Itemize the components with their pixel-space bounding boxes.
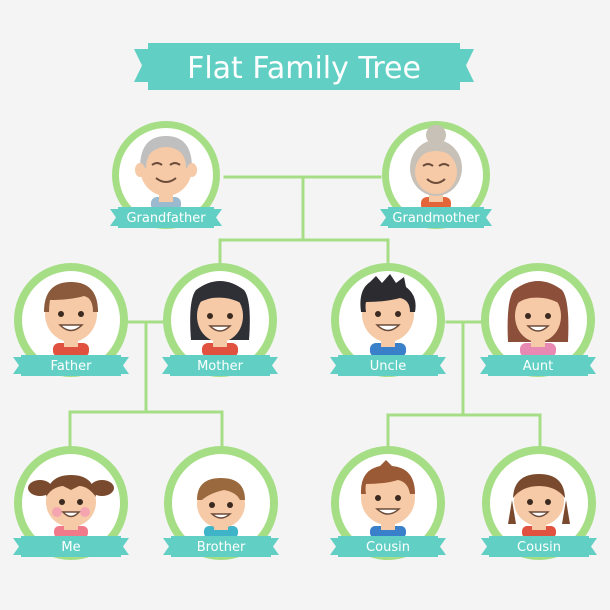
connector-lines (68, 175, 542, 448)
member-brother: Brother (163, 446, 279, 560)
label-grandmother: Grandmother (392, 211, 480, 226)
label-uncle: Uncle (370, 359, 407, 374)
label-me: Me (61, 540, 80, 555)
member-grandfather: Grandfather (110, 121, 222, 229)
label-cousin-2: Cousin (517, 540, 561, 555)
grandmother-avatar-icon (410, 125, 462, 211)
label-grandfather: Grandfather (126, 211, 206, 226)
uncle-avatar-icon (360, 274, 416, 357)
label-aunt: Aunt (523, 359, 553, 374)
member-cousin-1: Cousin (330, 446, 446, 560)
label-brother: Brother (197, 540, 246, 555)
member-cousin-2: Cousin (481, 446, 597, 560)
label-mother: Mother (197, 359, 244, 374)
member-me: Me (13, 446, 129, 560)
aunt-avatar-icon (507, 281, 569, 357)
mother-avatar-icon (190, 281, 250, 357)
member-uncle: Uncle (330, 263, 446, 377)
member-father: Father (13, 263, 129, 377)
member-mother: Mother (162, 263, 278, 377)
label-father: Father (51, 359, 93, 374)
member-grandmother: Grandmother (380, 121, 492, 229)
brother-avatar-icon (197, 478, 245, 538)
father-avatar-icon (44, 282, 98, 357)
cousin-boy-avatar-icon (360, 460, 415, 538)
title-banner: Flat Family Tree (134, 43, 474, 90)
label-cousin-1: Cousin (366, 540, 410, 555)
member-aunt: Aunt (480, 263, 596, 377)
cousin-girl-avatar-icon (508, 474, 570, 538)
me-avatar-icon (28, 475, 114, 538)
page-title: Flat Family Tree (187, 51, 421, 86)
